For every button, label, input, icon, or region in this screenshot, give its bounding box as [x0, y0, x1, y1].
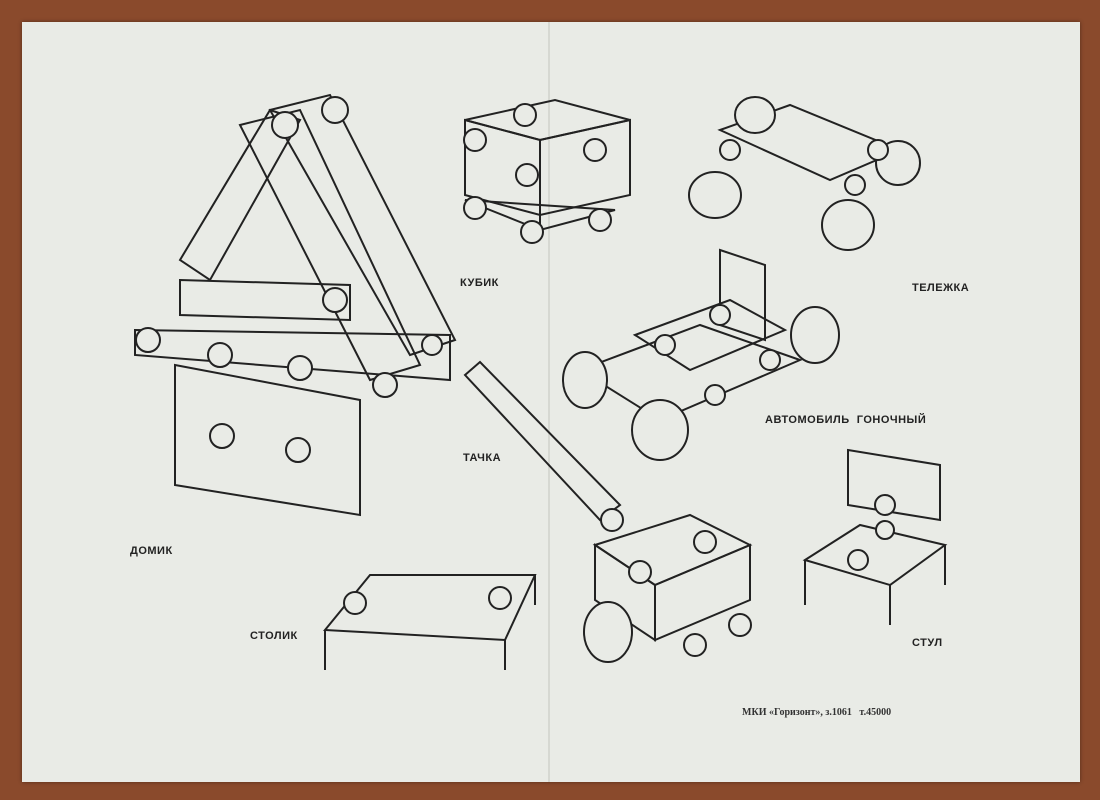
label-avtomobil: АВТОМОБИЛЬ ГОНОЧНЫЙ	[765, 414, 927, 426]
avtomobil-drawing	[562, 248, 840, 461]
label-kubik: КУБИК	[460, 277, 499, 289]
label-telezhka: ТЕЛЕЖКА	[912, 282, 970, 294]
label-tachka: ТАЧКА	[463, 452, 502, 464]
printer-imprint: МКИ «Горизонт», з.1061 т.45000	[742, 707, 892, 718]
stolik-drawing	[322, 574, 537, 670]
label-stul: СТУЛ	[912, 637, 943, 649]
paper-fold	[548, 22, 550, 782]
stul-drawing	[802, 448, 948, 625]
label-domik: ДОМИК	[130, 545, 173, 557]
domik-drawing	[134, 93, 457, 517]
tachka-drawing	[463, 360, 753, 663]
telezhka-drawing	[688, 96, 921, 251]
label-stolik: СТОЛИК	[250, 630, 298, 642]
kubik-drawing	[463, 98, 631, 244]
